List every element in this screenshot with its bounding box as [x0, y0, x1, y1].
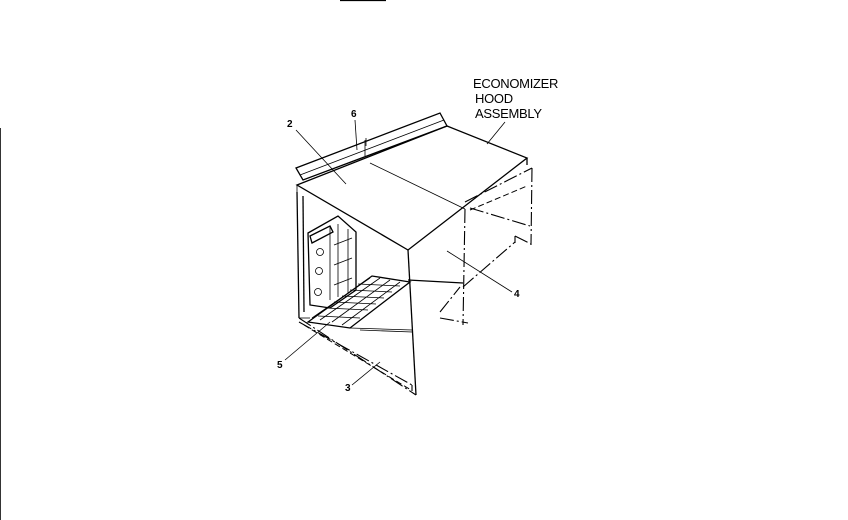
- title-line-2: HOOD: [475, 91, 513, 106]
- title-line-3: ASSEMBLY: [475, 106, 542, 121]
- bottom-panel: [298, 321, 413, 391]
- damper-bolt-icon: [315, 267, 323, 275]
- callout-4: 4: [446, 250, 520, 300]
- damper-bolt-icon: [316, 248, 324, 256]
- front-panel: [407, 158, 533, 396]
- callout-2: 2: [287, 119, 347, 185]
- title-line-1: ECONOMIZER: [473, 76, 558, 91]
- callout-3: 3: [345, 361, 381, 394]
- left-side-frame: [296, 191, 417, 396]
- callout-5: 5: [277, 321, 331, 371]
- flange-strip: [295, 112, 448, 181]
- svg-text:2: 2: [287, 119, 293, 130]
- filter-grid: [306, 275, 464, 333]
- svg-text:6: 6: [351, 109, 357, 120]
- title-leader: [486, 121, 506, 145]
- callout-6: 6: [351, 109, 358, 151]
- svg-text:5: 5: [277, 360, 283, 371]
- damper-bolt-icon: [314, 288, 322, 296]
- svg-text:3: 3: [345, 383, 351, 394]
- damper-assembly: [307, 215, 357, 309]
- svg-text:4: 4: [514, 289, 520, 300]
